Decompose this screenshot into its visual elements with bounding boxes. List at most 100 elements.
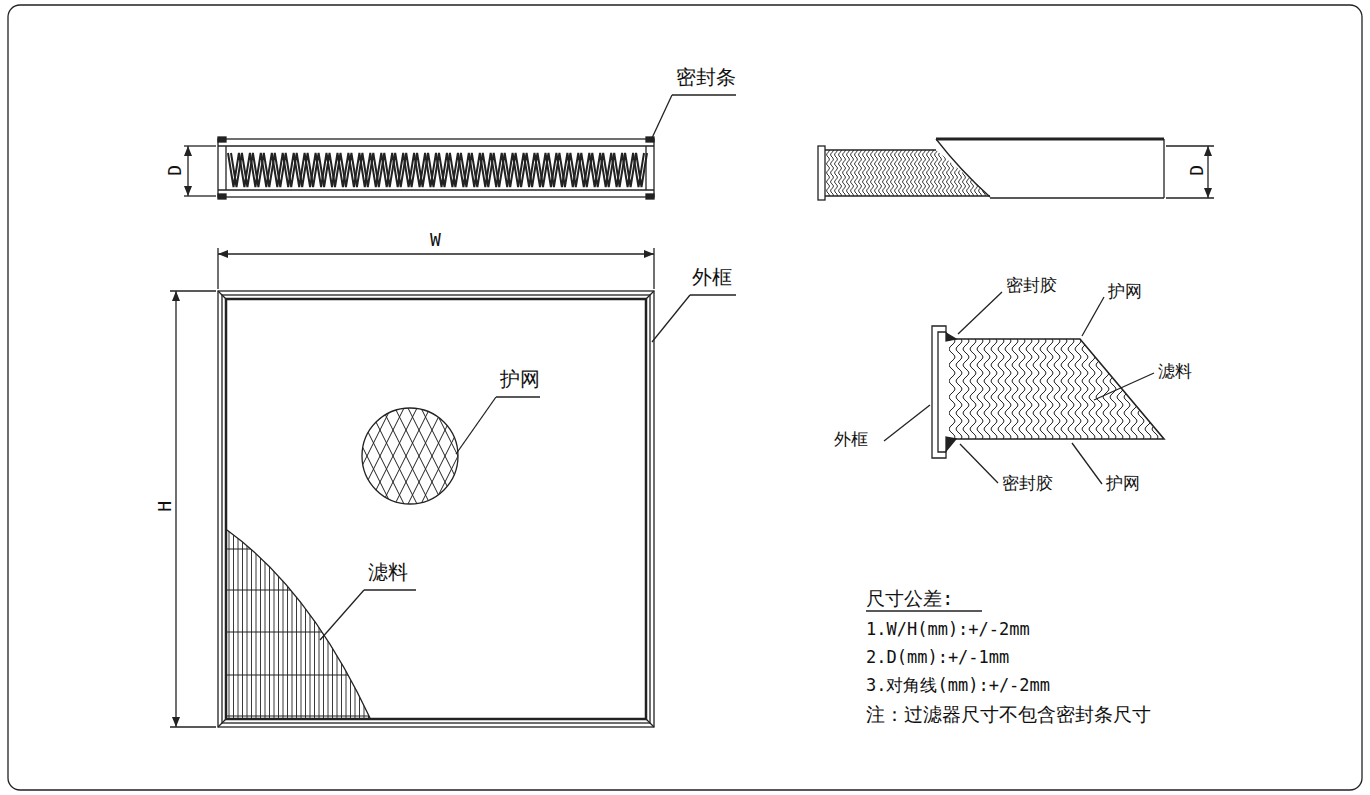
hatch-line (938, 148, 941, 198)
hatch-line (974, 148, 977, 198)
hatch-line (285, 396, 345, 516)
hatch-line (441, 396, 501, 516)
hatch-line (226, 674, 380, 675)
hatch-line (454, 396, 514, 516)
hatch-line (949, 337, 955, 441)
hatch-line (278, 520, 279, 720)
hatch-line (226, 715, 380, 716)
hatch-line (826, 148, 829, 198)
underline (866, 610, 982, 611)
part-name: 外框 (692, 266, 732, 289)
hatch-line (1026, 337, 1032, 441)
part-name: 滤料 (368, 561, 408, 584)
hatch-line (305, 520, 306, 720)
hatch-line (986, 148, 989, 198)
hatch-line (233, 396, 293, 516)
hatch-line (346, 520, 347, 720)
hatch-line (850, 148, 853, 198)
hatch-line (301, 520, 302, 720)
hatch-line (389, 396, 449, 516)
part-name: 外框 (834, 430, 868, 450)
hatch-line (363, 396, 423, 516)
hatch-line (350, 396, 410, 516)
hatch-line (519, 396, 579, 516)
dimension-label: D (1187, 165, 1208, 176)
hatch-line (898, 148, 901, 198)
dimension-label: W (430, 230, 441, 251)
part-name: 密封条 (676, 66, 736, 89)
hatch-line (415, 396, 475, 516)
dimension-label: H (155, 501, 176, 512)
part-name: 护网 (1106, 474, 1140, 494)
hatch-line (311, 396, 371, 516)
hatch-line (226, 589, 380, 590)
note-heading: 尺寸公差: (866, 588, 953, 610)
hatch-line (922, 148, 925, 198)
hatch-line (1012, 337, 1018, 441)
hatch-line (238, 520, 239, 720)
hatch-line (269, 520, 270, 720)
hatch-line (480, 396, 540, 516)
hatch-line (910, 148, 913, 198)
hatch-line (956, 337, 962, 441)
hatch-line (247, 520, 248, 720)
hatch-line (506, 396, 566, 516)
hatch-line (350, 520, 351, 720)
hatch-line (846, 148, 849, 198)
hatch-line (532, 396, 592, 516)
hatch-line (298, 396, 358, 516)
hatch-line (337, 396, 397, 516)
hatch-line (260, 520, 261, 720)
hatch-line (998, 337, 1004, 441)
hatch-line (376, 396, 436, 516)
hatch-line (963, 337, 969, 441)
hatch-line (870, 148, 873, 198)
hatch-line (328, 520, 329, 720)
hatch-line (272, 396, 332, 516)
hatch-line (350, 396, 410, 516)
hatch-line (1047, 337, 1053, 441)
hatch-line (226, 631, 380, 632)
note-line: 注：过滤器尺寸不包含密封条尺寸 (866, 704, 1151, 726)
hatch-line (298, 396, 358, 516)
hatch-line (866, 148, 869, 198)
hatch-line (506, 396, 566, 516)
hatch-line (364, 520, 365, 720)
hatch-line (1082, 337, 1088, 441)
hatch-line (332, 520, 333, 720)
hatch-line (259, 396, 319, 516)
hatch-line (984, 337, 990, 441)
note-line: 2.D(mm):+/-1mm (866, 648, 1009, 668)
hatch-line (233, 396, 293, 516)
hatch-line (1068, 337, 1074, 441)
hatch-line (1131, 337, 1137, 441)
hatch-line (1075, 337, 1081, 441)
hatch-line (838, 148, 841, 198)
hatch-line (890, 148, 893, 198)
hatch-line (1054, 337, 1060, 441)
hatch-line (233, 520, 234, 720)
hatch-line (990, 148, 993, 198)
hatch-line (1040, 337, 1046, 441)
hatch-line (441, 396, 501, 516)
hatch-line (1166, 337, 1172, 441)
hatch-line (942, 148, 945, 198)
hatch-line (954, 148, 957, 198)
hatch-line (1138, 337, 1144, 441)
hatch-line (428, 396, 488, 516)
part-name: 护网 (1108, 282, 1142, 302)
hatch-line (242, 520, 243, 720)
hatch-line (246, 396, 306, 516)
hatch-line (862, 148, 865, 198)
hatch-line (878, 148, 881, 198)
hatch-line (265, 520, 266, 720)
hatch-line (930, 148, 933, 198)
detail-view (884, 292, 1172, 484)
hatch-line (324, 396, 384, 516)
note-line: 1.W/H(mm):+/-2mm (866, 620, 1030, 640)
hatch-line (532, 396, 592, 516)
hatch-line (296, 520, 297, 720)
hatch-line (402, 396, 462, 516)
